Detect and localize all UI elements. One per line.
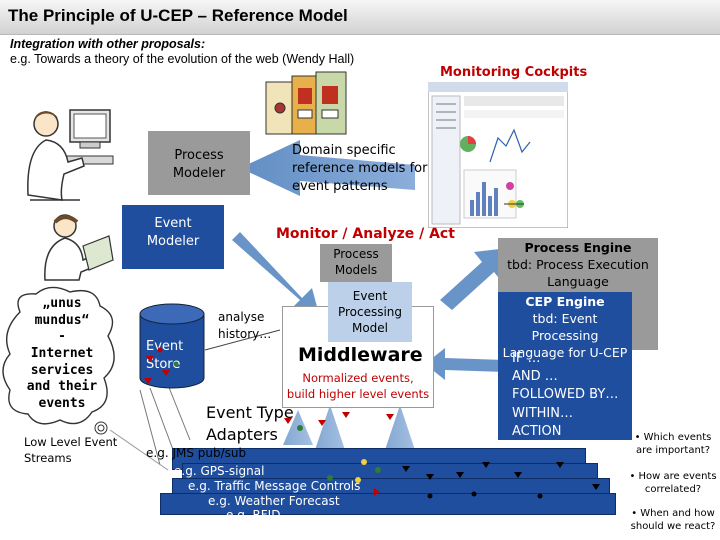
question-which-events: • Which events are important? bbox=[634, 432, 712, 456]
subtitle-line-1: Integration with other proposals: bbox=[10, 37, 206, 51]
adapter-triangle-3 bbox=[385, 405, 415, 450]
process-models-box[interactable]: Process Models bbox=[320, 244, 392, 282]
unus-mundus-label: „unus mundus“ - Internet services and th… bbox=[26, 296, 98, 411]
subtitle-line-2: e.g. Towards a theory of the evolution o… bbox=[10, 52, 355, 66]
stream-bar-4 bbox=[160, 493, 616, 515]
event-type-adapters-label: Event Type Adapters bbox=[206, 403, 294, 445]
stream-label-weather: e.g. Weather Forecast bbox=[208, 494, 340, 508]
low-level-streams-label: Low Level Event Streams bbox=[24, 435, 118, 466]
arrow-from-cep-engine bbox=[425, 348, 505, 380]
title-bar bbox=[0, 0, 720, 35]
arrow-to-process-modeler bbox=[240, 140, 415, 196]
process-modeler-box[interactable]: Process Modeler bbox=[148, 131, 250, 195]
globe-cloud-icon bbox=[2, 286, 115, 425]
arrow-to-middleware-left bbox=[232, 232, 320, 318]
question-when-react: • When and how should we react? bbox=[630, 508, 716, 532]
person-reading-icon bbox=[44, 214, 114, 281]
adapter-triangle-2 bbox=[315, 405, 345, 450]
stream-label-gps: e.g. GPS-signal bbox=[174, 464, 265, 478]
folder-binders-icon bbox=[265, 71, 347, 135]
monitoring-cockpits-label: Monitoring Cockpits bbox=[440, 65, 588, 80]
stream-label-rfid: e.g. RFID … bbox=[226, 508, 297, 522]
person-at-computer-icon bbox=[27, 109, 114, 201]
event-modeler-box[interactable]: Event Modeler bbox=[122, 205, 224, 269]
domain-specific-label: Domain specific reference models for eve… bbox=[292, 143, 428, 194]
normalized-events-label: Normalized events, build higher level ev… bbox=[286, 371, 430, 402]
page-title: The Principle of U-CEP – Reference Model bbox=[8, 6, 348, 25]
event-store-label: Event Store bbox=[146, 339, 184, 372]
question-correlated: • How are events correlated? bbox=[629, 471, 717, 495]
database-cylinder-icon bbox=[139, 303, 205, 389]
event-processing-model-box[interactable]: Event Processing Model bbox=[328, 282, 412, 342]
rule-keywords: IF … AND … FOLLOWED BY… WITHIN… ACTION bbox=[512, 351, 619, 439]
monitoring-screenshot-icon bbox=[428, 82, 568, 228]
arrow-to-process-engine bbox=[440, 248, 508, 310]
stream-label-jms: e.g. JMS pub/sub bbox=[146, 446, 247, 460]
middleware-label: Middleware bbox=[298, 344, 423, 366]
cep-engine-box[interactable]: CEP Engine tbd: Event Processing Languag… bbox=[498, 292, 632, 440]
analyse-history-label: analyse history… bbox=[218, 310, 272, 341]
monitor-analyze-act-label: Monitor / Analyze / Act bbox=[276, 226, 455, 242]
stream-label-traffic: e.g. Traffic Message Controls bbox=[188, 479, 361, 493]
